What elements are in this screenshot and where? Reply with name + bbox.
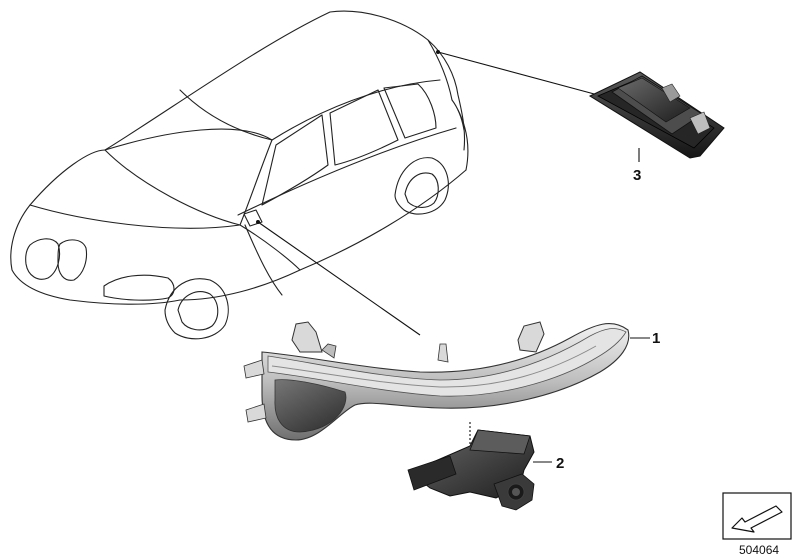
leader-lines <box>256 50 650 463</box>
view-direction-arrow-icon <box>722 492 792 540</box>
license-plate-light <box>588 71 725 159</box>
callout-label-2: 2 <box>556 455 564 472</box>
leader-anchor-1 <box>256 220 260 224</box>
led-module <box>407 429 535 511</box>
callout-label-1: 1 <box>652 330 660 347</box>
leader-line-1-to-car <box>257 221 421 336</box>
leader-anchor-3 <box>436 50 440 54</box>
callout-label-3: 3 <box>633 167 641 184</box>
car-outline <box>10 10 469 340</box>
mirror-turn-signal-light <box>243 321 630 441</box>
catalog-number: 504064 <box>739 543 779 557</box>
leader-line-3 <box>437 51 599 96</box>
